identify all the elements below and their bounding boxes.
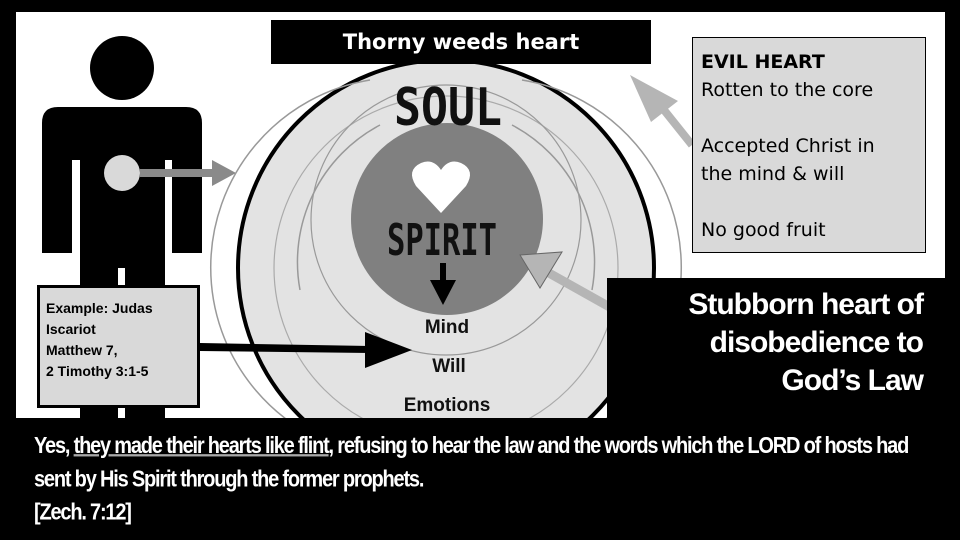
stubborn-heart-box: Stubborn heart of disobedience to God’s … bbox=[607, 278, 945, 418]
verse-text: , refusing to hear the law and the words… bbox=[34, 433, 909, 493]
evil-heart-box: EVIL HEART Rotten to the core Accepted C… bbox=[692, 37, 926, 253]
evil-heart-line: the mind & will bbox=[701, 163, 845, 185]
title-banner: Thorny weeds heart bbox=[271, 20, 651, 64]
emotions-label: Emotions bbox=[404, 395, 491, 416]
title-text: Thorny weeds heart bbox=[342, 30, 580, 54]
black-arrow-icon bbox=[200, 332, 412, 368]
heart-dot-icon bbox=[104, 155, 140, 191]
evil-heart-line: Rotten to the core bbox=[701, 79, 874, 101]
down-arrow-icon bbox=[430, 263, 456, 305]
evil-heart-line: Accepted Christ in bbox=[701, 135, 875, 157]
example-line: Matthew 7, bbox=[46, 342, 118, 358]
verse-reference: [Zech. 7:12] bbox=[34, 500, 132, 526]
spirit-label: SPIRIT bbox=[387, 215, 497, 266]
gray-arrow-to-title-icon bbox=[630, 75, 696, 148]
example-line: 2 Timothy 3:1-5 bbox=[46, 363, 149, 379]
heart-icon bbox=[412, 161, 470, 213]
will-label: Will bbox=[432, 356, 466, 377]
example-box: Example: Judas Iscariot Matthew 7, 2 Tim… bbox=[37, 285, 200, 408]
diagram-svg: SOUL SPIRIT Mind Will Emotions bbox=[42, 36, 696, 418]
soul-label: SOUL bbox=[394, 78, 502, 138]
spirit-circle bbox=[351, 123, 543, 315]
example-line: Iscariot bbox=[46, 321, 96, 337]
scripture-verse: Yes, they made their hearts like flint, … bbox=[34, 430, 934, 530]
mind-ring bbox=[310, 84, 582, 356]
mind-label: Mind bbox=[425, 317, 469, 338]
stubborn-line: God’s Law bbox=[781, 364, 924, 397]
evil-heart-heading: EVIL HEART bbox=[701, 51, 825, 73]
arrow-icon bbox=[140, 160, 236, 186]
evil-heart-line: No good fruit bbox=[701, 219, 826, 241]
verse-prefix: Yes, bbox=[34, 433, 74, 459]
example-line: Example: Judas bbox=[46, 300, 153, 316]
stubborn-line: disobedience to bbox=[709, 326, 924, 359]
verse-underlined: they made their hearts like flint bbox=[73, 433, 330, 459]
stubborn-line: Stubborn heart of bbox=[688, 288, 924, 321]
